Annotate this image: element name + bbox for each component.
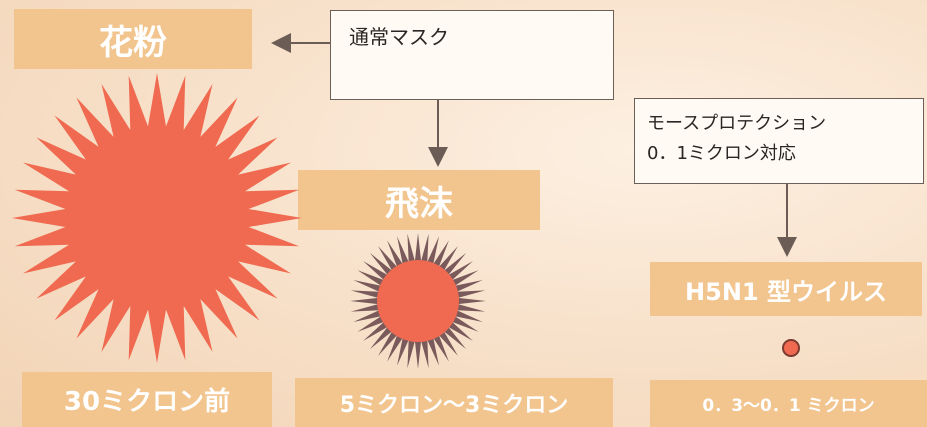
droplet-size-label: 5ミクロン～3ミクロン xyxy=(295,378,613,427)
virus-size-label: 0．3～0．1 ミクロン xyxy=(650,380,927,427)
droplet-particle xyxy=(350,233,486,369)
moth-protection-box: モースプロテクション 0．1ミクロン対応 xyxy=(634,98,924,184)
pollen-label: 花粉 xyxy=(14,9,252,69)
droplet-label-text: 飛沫 xyxy=(385,183,453,224)
virus-label: H5N1 型ウイルス xyxy=(650,262,922,316)
droplet-core xyxy=(377,260,459,342)
pollen-size-label: 30ミクロン前 xyxy=(22,372,272,427)
pollen-label-text: 花粉 xyxy=(99,22,167,63)
moth-protection-line2: 0．1ミクロン対応 xyxy=(647,143,796,164)
droplet-label: 飛沫 xyxy=(298,170,540,230)
virus-label-text: H5N1 型ウイルス xyxy=(685,277,887,306)
pollen-spikes xyxy=(12,73,302,363)
droplet-size-text: 5ミクロン～3ミクロン xyxy=(339,392,569,418)
normal-mask-text: 通常マスク xyxy=(349,25,449,49)
pollen-particle xyxy=(12,73,302,363)
pollen-size-text: 30ミクロン前 xyxy=(63,387,231,417)
virus-size-text: 0．3～0．1 ミクロン xyxy=(702,396,875,416)
virus-particle xyxy=(782,339,800,357)
moth-protection-line1: モースプロテクション xyxy=(647,113,827,134)
normal-mask-box: 通常マスク xyxy=(330,10,614,100)
